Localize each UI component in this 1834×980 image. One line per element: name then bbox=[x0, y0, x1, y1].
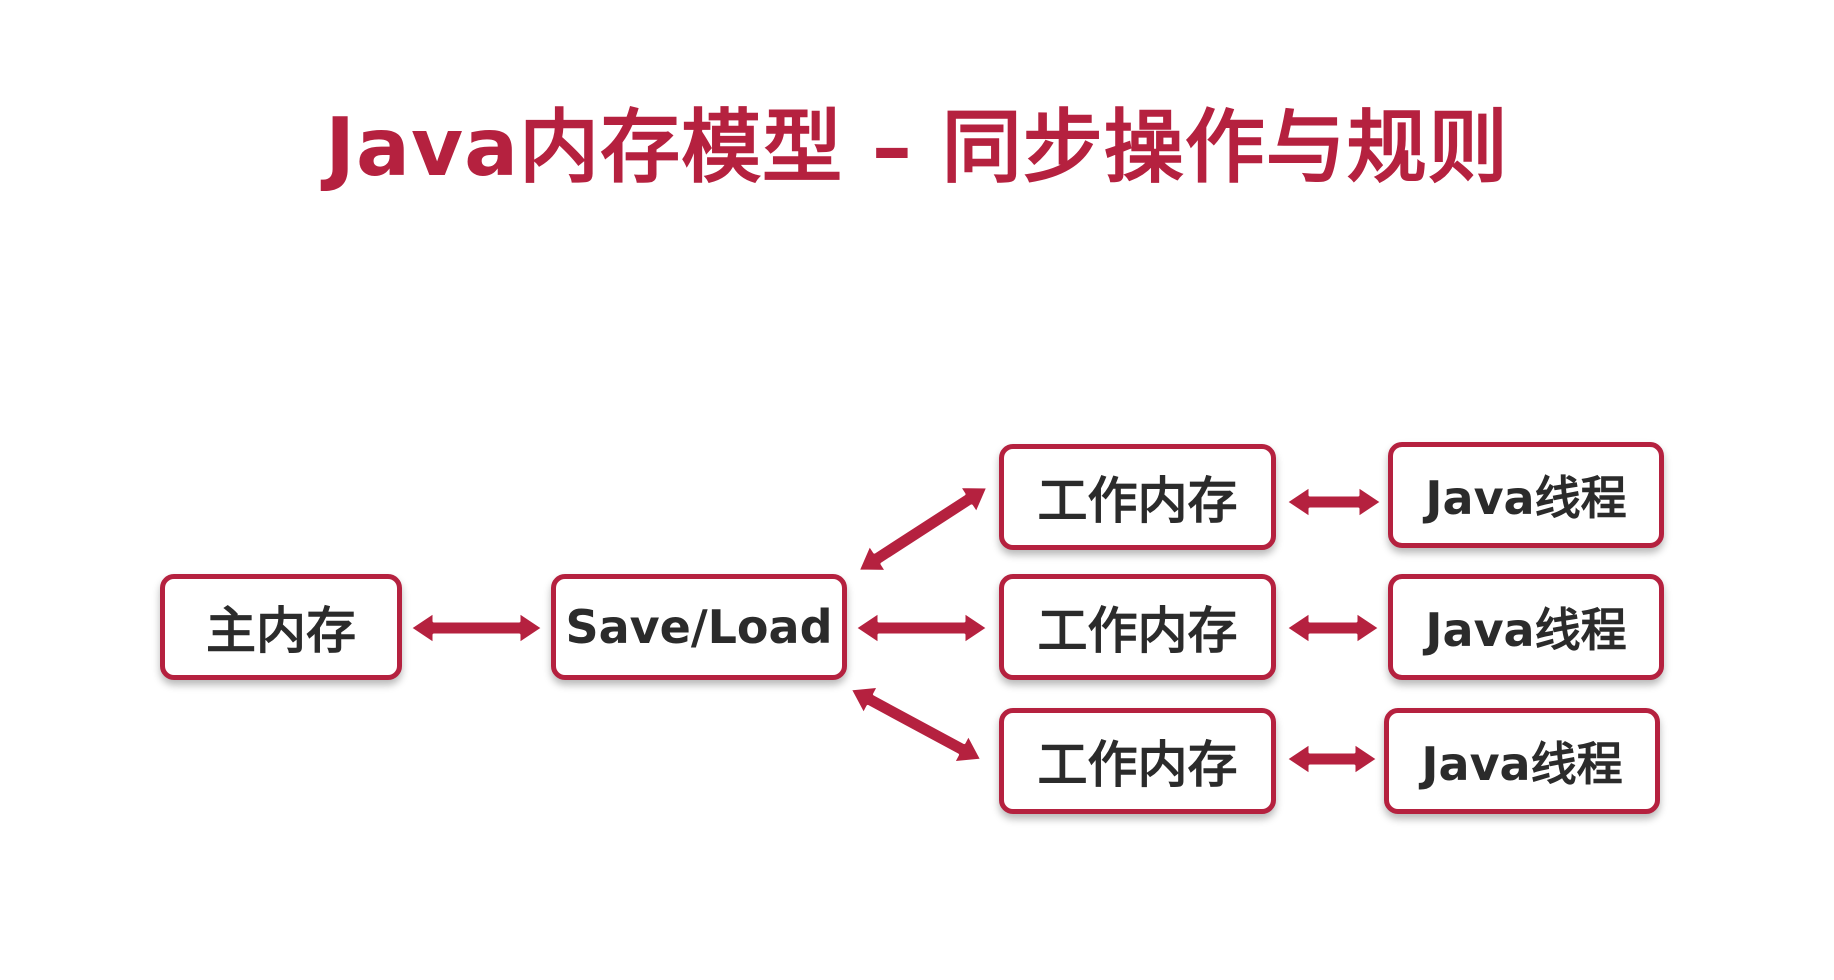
main-memory-box: 主内存 bbox=[160, 574, 402, 680]
bidirectional-arrow bbox=[853, 610, 990, 646]
java-thread-label: Java线程 bbox=[1425, 603, 1627, 657]
working-memory-box: 工作内存 bbox=[999, 574, 1276, 680]
bidirectional-arrow bbox=[1284, 741, 1380, 777]
working-memory-label: 工作内存 bbox=[1037, 472, 1238, 530]
main-memory-label: 主内存 bbox=[206, 602, 356, 660]
working-memory-box: 工作内存 bbox=[999, 708, 1276, 814]
java-thread-box: Java线程 bbox=[1388, 442, 1664, 548]
java-thread-label: Java线程 bbox=[1425, 471, 1627, 525]
save-load-label: Save/Load bbox=[565, 600, 833, 654]
working-memory-label: 工作内存 bbox=[1037, 736, 1238, 794]
bidirectional-arrow bbox=[1284, 610, 1382, 646]
bidirectional-arrow bbox=[1284, 484, 1384, 520]
slide-title: Java内存模型 – 同步操作与规则 bbox=[325, 101, 1509, 194]
working-memory-box: 工作内存 bbox=[999, 444, 1276, 550]
working-memory-label: 工作内存 bbox=[1037, 602, 1238, 660]
java-thread-label: Java线程 bbox=[1421, 737, 1623, 791]
bidirectional-arrow bbox=[856, 485, 990, 573]
java-thread-box: Java线程 bbox=[1384, 708, 1660, 814]
bidirectional-arrow bbox=[408, 610, 545, 646]
bidirectional-arrow bbox=[848, 684, 984, 765]
java-thread-box: Java线程 bbox=[1388, 574, 1664, 680]
save-load-box: Save/Load bbox=[551, 574, 847, 680]
